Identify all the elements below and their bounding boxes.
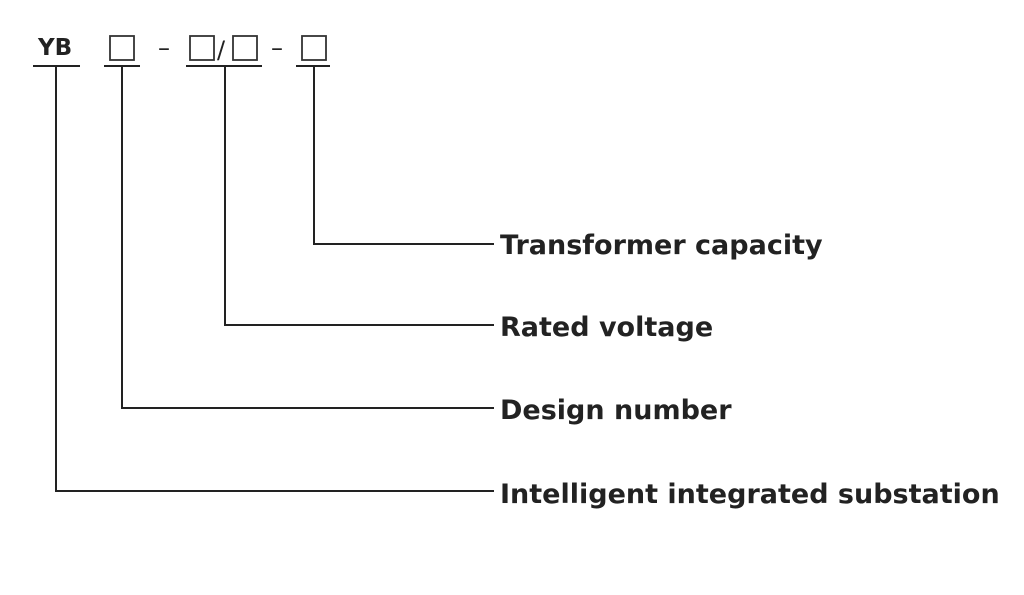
label-intelligent-substation: Intelligent integrated substation (500, 479, 1000, 510)
voltage-box-1 (189, 35, 215, 61)
leader-line-rated-voltage (224, 66, 494, 326)
label-transformer-capacity: Transformer capacity (500, 230, 823, 261)
code-slash: / (217, 36, 226, 64)
leader-line-intelligent-substation (55, 66, 494, 492)
code-dash-1: – (158, 34, 170, 62)
code-dash-2: – (271, 34, 283, 62)
capacity-box (301, 35, 327, 61)
voltage-box-2 (232, 35, 258, 61)
label-rated-voltage: Rated voltage (500, 312, 713, 343)
leader-line-design-number (121, 66, 494, 409)
design-number-box (109, 35, 135, 61)
label-design-number: Design number (500, 395, 732, 426)
code-prefix: YB (37, 35, 72, 61)
leader-line-transformer-capacity (313, 66, 494, 245)
